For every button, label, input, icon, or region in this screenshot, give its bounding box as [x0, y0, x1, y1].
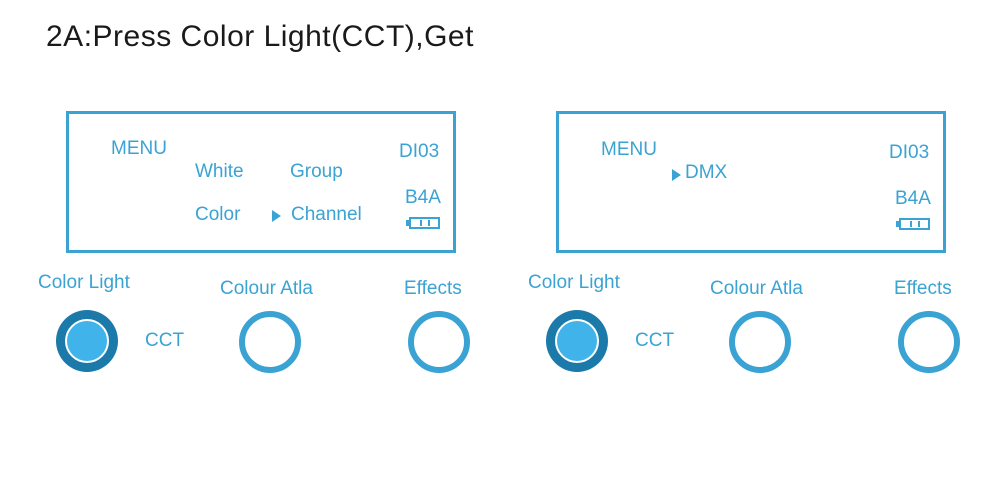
panel-1: MENU White Group Color Channel DI03 B4A … [38, 111, 470, 373]
effects-label: Effects [404, 278, 462, 299]
colour-atla-label: Colour Atla [220, 278, 313, 299]
lcd-mode: B4A [895, 188, 931, 209]
lcd-address: DI03 [889, 142, 930, 163]
lcd-screen: MENU White Group Color Channel DI03 B4A [66, 111, 456, 253]
panel-2: MENU DMX DI03 B4A Color Light CCT Colour… [490, 0, 990, 489]
lcd-menu-item-color: Color [195, 204, 241, 225]
effects-button[interactable] [408, 311, 470, 373]
lcd-address: DI03 [399, 141, 440, 162]
color-light-button[interactable] [56, 310, 118, 372]
lcd-menu-item-dmx: DMX [685, 162, 728, 183]
color-light-label: Color Light [528, 272, 620, 293]
colour-atla-button[interactable] [239, 311, 301, 373]
lcd-screen: MENU DMX DI03 B4A [556, 111, 946, 253]
color-light-button[interactable] [546, 310, 608, 372]
lcd-menu-item-channel: Channel [291, 204, 362, 225]
lcd-menu-item-group: Group [290, 161, 343, 182]
diagram-title: 2A:Press Color Light(CCT),Get [46, 20, 474, 53]
selection-arrow-icon [672, 169, 681, 181]
lcd-menu-item-white: White [195, 161, 244, 182]
lcd-menu-label: MENU [601, 139, 657, 160]
effects-button[interactable] [898, 311, 960, 373]
cct-label: CCT [635, 330, 675, 351]
battery-icon [896, 218, 930, 230]
battery-icon [406, 217, 440, 229]
colour-atla-label: Colour Atla [710, 278, 803, 299]
selection-arrow-icon [272, 210, 281, 222]
lcd-mode: B4A [405, 187, 441, 208]
effects-label: Effects [894, 278, 952, 299]
lcd-menu-label: MENU [111, 138, 167, 159]
color-light-label: Color Light [38, 272, 130, 293]
cct-label: CCT [145, 330, 185, 351]
colour-atla-button[interactable] [729, 311, 791, 373]
